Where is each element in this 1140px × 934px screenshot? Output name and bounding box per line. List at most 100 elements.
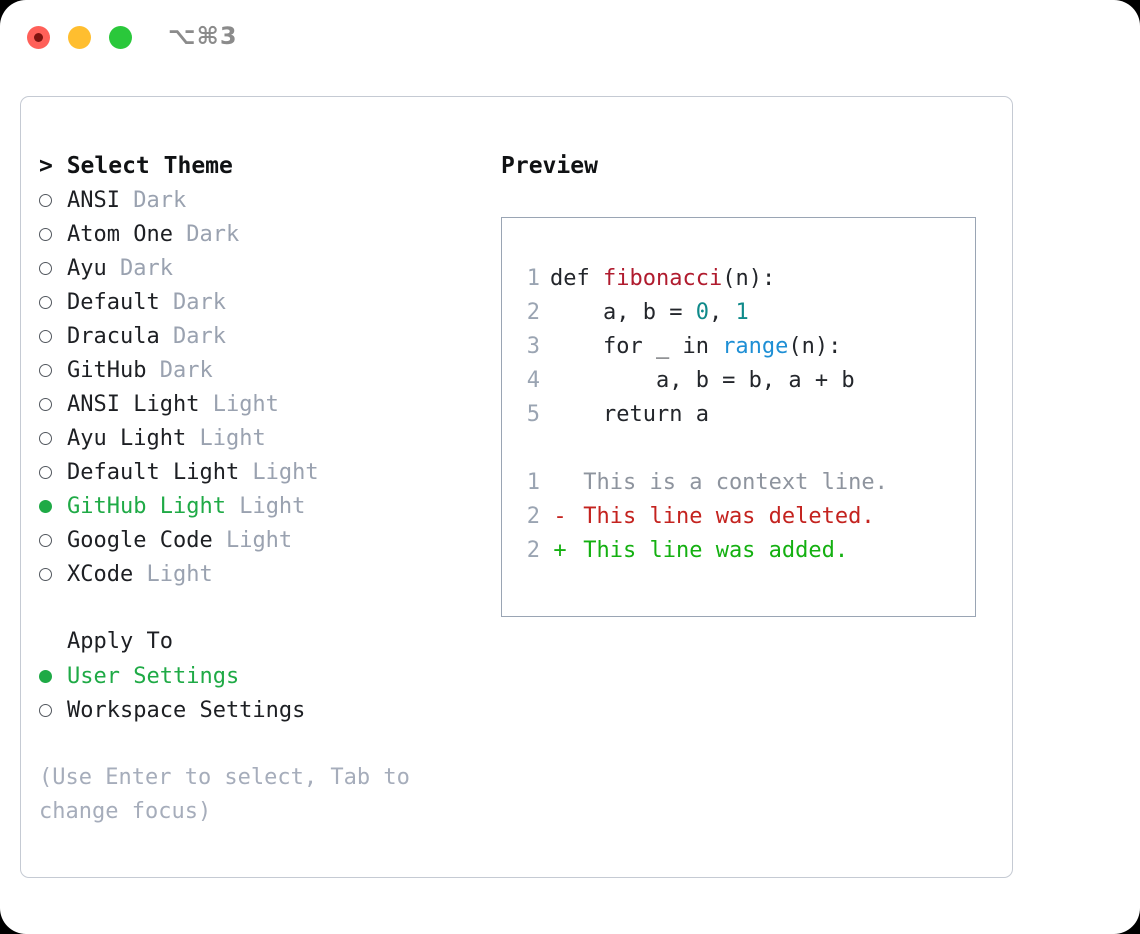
bullet-shape [39,567,52,581]
theme-list-item[interactable]: GitHub Dark [39,353,479,387]
apply-to-item[interactable]: Workspace Settings [39,693,479,727]
radio-unselected-icon[interactable] [39,387,67,421]
code-token: , [708,300,736,325]
code-token: 0 [695,300,709,325]
theme-list-item[interactable]: Default Light Light [39,455,479,489]
line-number: 1 [526,266,540,291]
theme-list-item[interactable]: Default Dark [39,285,479,319]
radio-unselected-icon[interactable] [39,557,67,591]
radio-unselected-icon[interactable] [39,421,67,455]
bullet-shape [39,499,52,513]
theme-category: Light [133,561,213,587]
bullet-shape [39,261,52,275]
theme-category: Dark [172,221,240,247]
code-line: 4 a, b = b, a + b [514,364,975,398]
theme-category: Dark [146,357,213,383]
code-line-text: return a [550,398,709,432]
maximize-window-button[interactable] [109,26,132,49]
theme-list-item[interactable]: XCode Light [39,557,479,591]
radio-unselected-icon[interactable] [39,285,67,319]
theme-name: Atom One [67,221,173,247]
line-number: 2 [526,504,540,529]
theme-category: Light [186,425,266,451]
theme-list-item[interactable]: GitHub Light Light [39,489,479,523]
line-number: 2 [526,538,540,563]
radio-unselected-icon[interactable] [39,217,67,251]
apply-to-label: User Settings [67,663,240,689]
title-bar: ⌥⌘3 [0,0,1140,78]
apply-to-heading: Apply To [67,629,173,654]
theme-list-item[interactable]: Dracula Dark [39,319,479,353]
keyboard-shortcut-label: ⌥⌘3 [168,22,238,50]
theme-list-item[interactable]: Google Code Light [39,523,479,557]
radio-selected-icon[interactable] [39,489,67,523]
diff-marker: - [553,504,567,529]
bullet-shape [39,193,52,207]
theme-category: Dark [119,187,187,213]
theme-name: GitHub [67,357,147,383]
apply-to-item[interactable]: User Settings [39,659,479,693]
theme-list-item[interactable]: Ayu Light Light [39,421,479,455]
theme-name: Dracula [67,323,160,349]
select-theme-heading: > Select Theme [39,153,233,179]
code-line: 2 a, b = 0, 1 [514,296,975,330]
code-line-text: def fibonacci(n): [550,262,775,296]
theme-name: Ayu [67,255,107,281]
diff-line: 1 This is a context line. [514,466,975,500]
theme-list-item[interactable]: ANSI Dark [39,183,479,217]
code-line: 1 def fibonacci(n): [514,262,975,296]
radio-unselected-icon[interactable] [39,183,67,217]
bullet-shape [39,533,52,547]
radio-unselected-icon[interactable] [39,353,67,387]
radio-unselected-icon[interactable] [39,693,67,727]
code-token: return a [550,402,709,427]
diff-line-text: This line was added. [570,538,849,563]
theme-category: Light [199,391,279,417]
theme-name: Google Code [67,527,213,553]
theme-category: Dark [159,323,226,349]
diff-marker [550,466,570,500]
radio-unselected-icon[interactable] [39,251,67,285]
code-line-text: for _ in range(n): [550,330,841,364]
theme-category: Light [212,527,293,553]
close-window-button[interactable] [27,26,50,49]
radio-unselected-icon[interactable] [39,319,67,353]
theme-name: ANSI [67,187,120,213]
diff-sample: 1 This is a context line.2- This line wa… [514,466,975,568]
code-token: for _ in [550,334,723,359]
bullet-shape [39,329,52,343]
code-token: fibonacci [602,266,723,291]
code-token: a, b = b, a + b [550,368,855,393]
minimize-window-button[interactable] [68,26,91,49]
diff-line: 2 + This line was added. [514,534,975,568]
theme-name: ANSI Light [67,391,200,417]
code-token: def [550,266,603,291]
line-number: 3 [526,334,540,359]
theme-name: Default [67,289,160,315]
line-number: 1 [526,470,540,495]
radio-selected-icon[interactable] [39,659,67,693]
diff-line-text: This line was deleted. [570,504,875,529]
apply-to-label: Workspace Settings [67,697,306,723]
code-line: 3 for _ in range(n): [514,330,975,364]
line-number: 2 [526,300,540,325]
radio-unselected-icon[interactable] [39,455,67,489]
theme-list-item[interactable]: Ayu Dark [39,251,479,285]
code-token: range [722,334,789,359]
theme-list-item[interactable]: Atom One Dark [39,217,479,251]
code-token: (n): [722,266,776,291]
traffic-lights [27,26,132,49]
diff-line: 2- This line was deleted. [514,500,975,534]
theme-list-item[interactable]: ANSI Light Light [39,387,479,421]
keyboard-hint-text: (Use Enter to select, Tab to change focu… [39,765,410,824]
diff-marker: + [553,538,567,563]
diff-line-text: This is a context line. [570,470,888,495]
theme-category: Dark [106,255,173,281]
radio-unselected-icon[interactable] [39,523,67,557]
